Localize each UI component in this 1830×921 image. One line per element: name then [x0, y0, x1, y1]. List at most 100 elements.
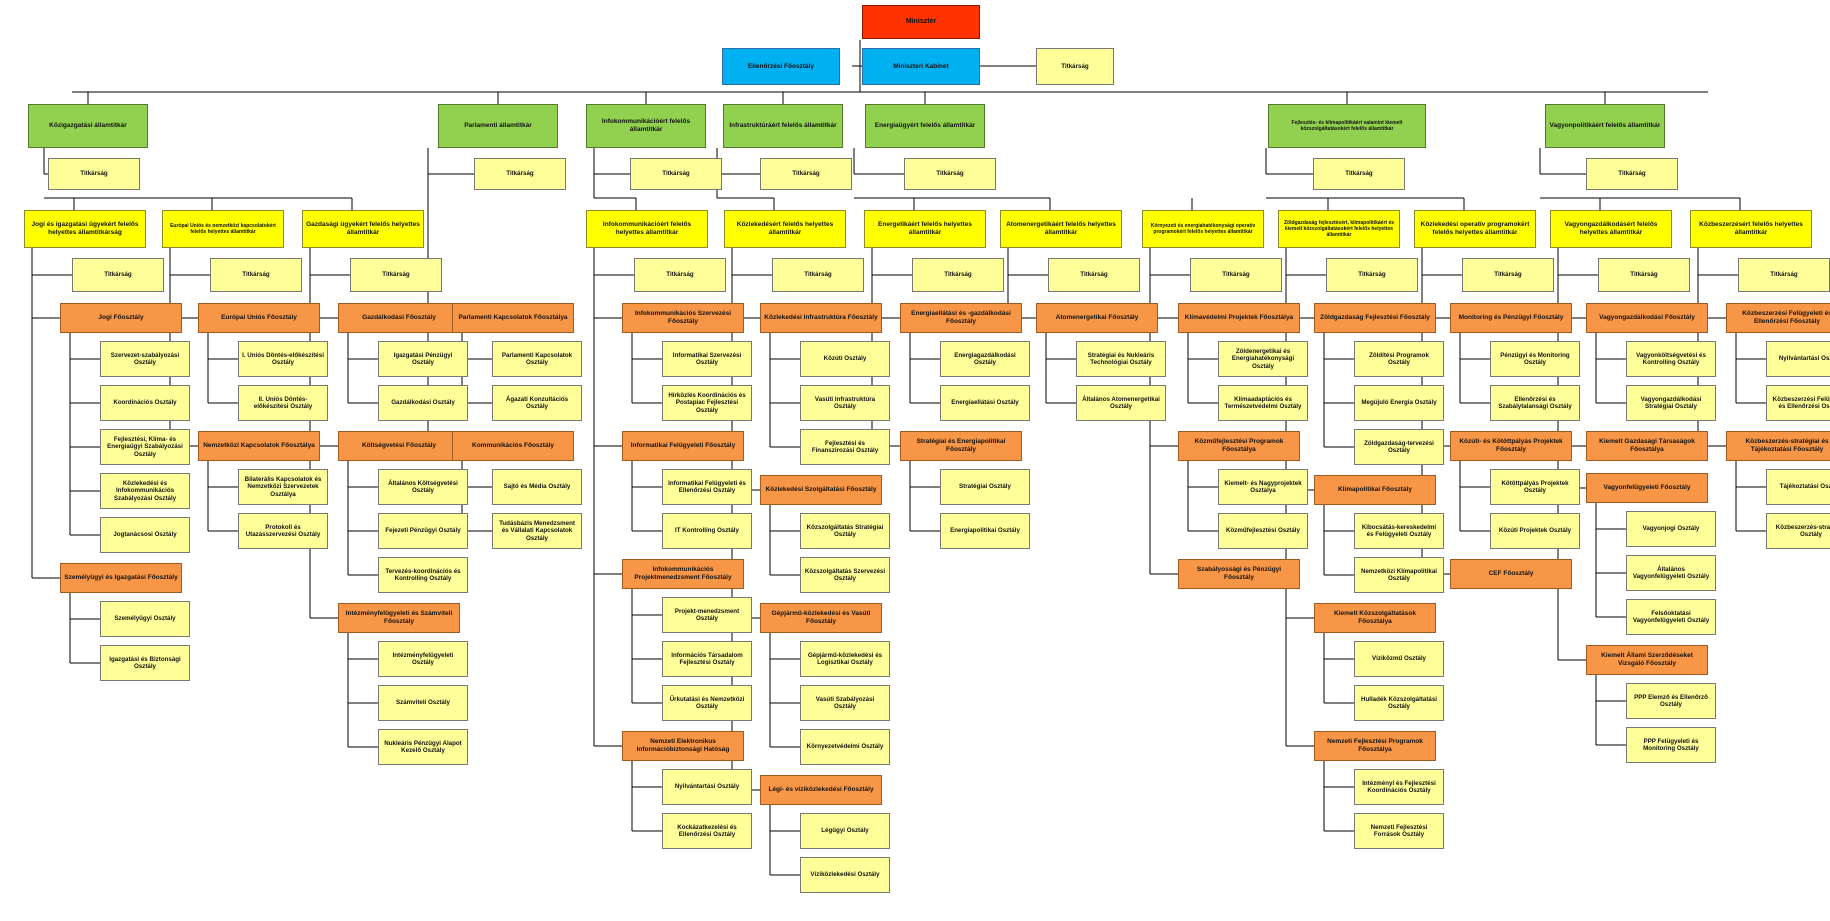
department-box: Nemzeti Fejlesztési Programok Főosztálya [1314, 731, 1436, 761]
unit-box: Közlekedési és Infokommunikációs Szabály… [100, 473, 190, 509]
state-secretary-box: Közigazgatási államtitkár [28, 104, 148, 148]
unit-box: Bilaterális Kapcsolatok és Nemzetközi Sz… [238, 469, 328, 505]
unit-box: Kockázatkezelési és Ellenőrzési Osztály [662, 813, 752, 849]
unit-box: Projekt-menedzsment Osztály [662, 597, 752, 633]
secretariat-box: Titkárság [1598, 258, 1690, 292]
department-box: Infokommunikációs Projektmenedzsment Főo… [622, 559, 744, 589]
unit-box: Közszolgáltatás Szervezési Osztály [800, 557, 890, 593]
unit-box: Vagyongazdálkodási Stratégiai Osztály [1626, 385, 1716, 421]
unit-box: Általános Atomenergetikai Osztály [1076, 385, 1166, 421]
department-box: Monitoring és Pénzügyi Főosztály [1450, 303, 1572, 333]
unit-box: Zöldítési Programok Osztály [1354, 341, 1444, 377]
deputy-state-secretary-box: Atomenergetikáért felelős helyettes álla… [1000, 210, 1122, 248]
unit-box: Vagyonköltségvetési és Kontrolling Osztá… [1626, 341, 1716, 377]
secretariat-box: Titkárság [760, 158, 852, 190]
unit-box: I. Uniós Döntés-előkészítési Osztály [238, 341, 328, 377]
department-box: Klímavédelmi Projektek Főosztálya [1178, 303, 1300, 333]
unit-box: Jogtanácsosi Osztály [100, 517, 190, 553]
secretariat-box: Titkárság [48, 158, 140, 190]
unit-box: Gazdálkodási Osztály [378, 385, 468, 421]
deputy-state-secretary-box: Vagyongazdálkodásért felelős helyettes á… [1550, 210, 1672, 248]
department-box: Nemzetközi Kapcsolatok Főosztálya [198, 431, 320, 461]
unit-box: Parlamenti Kapcsolatok Osztály [492, 341, 582, 377]
unit-box: Informatikai Szervezési Osztály [662, 341, 752, 377]
secretariat-box: Titkárság [210, 258, 302, 292]
unit-box: Tájékoztatási Osztály [1766, 469, 1830, 505]
secretariat-box: Titkárság [772, 258, 864, 292]
department-box: Légi- és víziközlekedési Főosztály [760, 775, 882, 805]
secretariat-box: Titkárság [1048, 258, 1140, 292]
department-box: Atomenergetikai Főosztály [1036, 303, 1158, 333]
unit-box: Környezetvédelmi Osztály [800, 729, 890, 765]
department-box: Kiemelt Állami Szerződéseket Vizsgáló Fő… [1586, 645, 1708, 675]
deputy-state-secretary-box: Közlekedési operatív programokért felelő… [1414, 210, 1536, 248]
secretariat-box: Titkárság [350, 258, 442, 292]
unit-box: Közbeszerzés-stratégiai Osztály [1766, 513, 1830, 549]
department-box: Infokommunikációs Szervezési Főosztály [622, 303, 744, 333]
unit-box: Közszolgáltatás Stratégiai Osztály [800, 513, 890, 549]
unit-box: PPP Felügyeleti és Monitoring Osztály [1626, 727, 1716, 763]
state-secretary-box: Vagyonpolitikáért felelős államtitkár [1545, 104, 1665, 148]
department-box: Európai Uniós Főosztály [198, 303, 320, 333]
department-box: Energiaellátási és -gazdálkodási Főosztá… [900, 303, 1022, 333]
unit-box: Nemzeti Fejlesztési Források Osztály [1354, 813, 1444, 849]
unit-box: Víziközlekedési Osztály [800, 857, 890, 893]
department-box: CEF Főosztály [1450, 559, 1572, 589]
secretariat-box: Titkárság [904, 158, 996, 190]
department-box: Közbeszerzési Felügyeleti és Ellenőrzési… [1726, 303, 1830, 333]
unit-box: Klímaadaptációs és Természetvédelmi Oszt… [1218, 385, 1308, 421]
unit-box: Stratégiai és Nukleáris Technológiai Osz… [1076, 341, 1166, 377]
department-box: Jogi Főosztály [60, 303, 182, 333]
deputy-state-secretary-box: Infokommunikációért felelős helyettes ál… [586, 210, 708, 248]
minister-secretariat-box: Titkárság [1036, 48, 1114, 85]
deputy-state-secretary-box: Európai Uniós és nemzetközi kapcsolatoké… [162, 210, 284, 248]
unit-box: Ellenőrzési és Szabálytalansági Osztály [1490, 385, 1580, 421]
unit-box: Zöldgazdaság-tervezési Osztály [1354, 429, 1444, 465]
unit-box: Víziközmű Osztály [1354, 641, 1444, 677]
unit-box: Stratégiai Osztály [940, 469, 1030, 505]
unit-box: Közúti Projektek Osztály [1490, 513, 1580, 549]
unit-box: IT Kontrolling Osztály [662, 513, 752, 549]
state-secretary-box: Infokommunikációért felelős államtitkár [586, 104, 706, 148]
department-box: Informatikai Felügyeleti Főosztály [622, 431, 744, 461]
unit-box: Általános Vagyonfelügyeleti Osztály [1626, 555, 1716, 591]
deputy-state-secretary-box: Közlekedésért felelős helyettes államtit… [724, 210, 846, 248]
unit-box: Hírközlés Koordinációs és Postapiac Fejl… [662, 385, 752, 421]
unit-box: Informatikai Felügyeleti és Ellenőrzési … [662, 469, 752, 505]
secretariat-box: Titkárság [1313, 158, 1405, 190]
secretariat-box: Titkárság [634, 258, 726, 292]
state-secretary-box: Parlamenti államtitkár [438, 104, 558, 148]
unit-box: Pénzügyi és Monitoring Osztály [1490, 341, 1580, 377]
unit-box: Személyügyi Osztály [100, 601, 190, 637]
unit-box: Általános Költségvetési Osztály [378, 469, 468, 505]
secretariat-box: Titkárság [1326, 258, 1418, 292]
unit-box: Kibocsátás-kereskedelmi és Felügyeleti O… [1354, 513, 1444, 549]
department-box: Gépjármű-közlekedési és Vasúti Főosztály [760, 603, 882, 633]
department-box: Közműfejlesztési Programok Főosztálya [1178, 431, 1300, 461]
unit-box: Vagyonjogi Osztály [1626, 511, 1716, 547]
department-box: Gazdálkodási Főosztály [338, 303, 460, 333]
unit-box: Közműfejlesztési Osztály [1218, 513, 1308, 549]
unit-box: Megújuló Energia Osztály [1354, 385, 1444, 421]
unit-box: Energiaellátási Osztály [940, 385, 1030, 421]
department-box: Klímapolitikai Főosztály [1314, 475, 1436, 505]
department-box: Nemzeti Elektronikus Információbiztonság… [622, 731, 744, 761]
unit-box: Közbeszerzési Felügyeleti és Ellenőrzési… [1766, 385, 1830, 421]
unit-box: Nyilvántartási Osztály [1766, 341, 1830, 377]
unit-box: Vasúti Szabályozási Osztály [800, 685, 890, 721]
audit-department-box: Ellenőrzési Főosztály [722, 48, 840, 85]
department-box: Stratégiai és Energiapolitikai Főosztály [900, 431, 1022, 461]
department-box: Közlekedési Szolgáltatási Főosztály [760, 475, 882, 505]
unit-box: Fejlesztési és Finanszírozási Osztály [800, 429, 890, 465]
unit-box: Vasúti Infrastruktúra Osztály [800, 385, 890, 421]
unit-box: Nukleáris Pénzügyi Alapot Kezelő Osztály [378, 729, 468, 765]
unit-box: Tudásbázis Menedzsment és Vállalati Kapc… [492, 513, 582, 549]
department-box: Közúti- és Kötöttpályás Projektek Főoszt… [1450, 431, 1572, 461]
department-box: Személyügyi és Igazgatási Főosztály [60, 563, 182, 593]
secretariat-box: Titkárság [1190, 258, 1282, 292]
state-secretary-box: Infrastruktúráért felelős államtitkár [723, 104, 843, 148]
deputy-state-secretary-box: Gazdasági ügyekért felelős helyettes áll… [302, 210, 424, 248]
unit-box: Zöldenergetikai és Energiahatékonysági O… [1218, 341, 1308, 377]
unit-box: Energiapolitikai Osztály [940, 513, 1030, 549]
